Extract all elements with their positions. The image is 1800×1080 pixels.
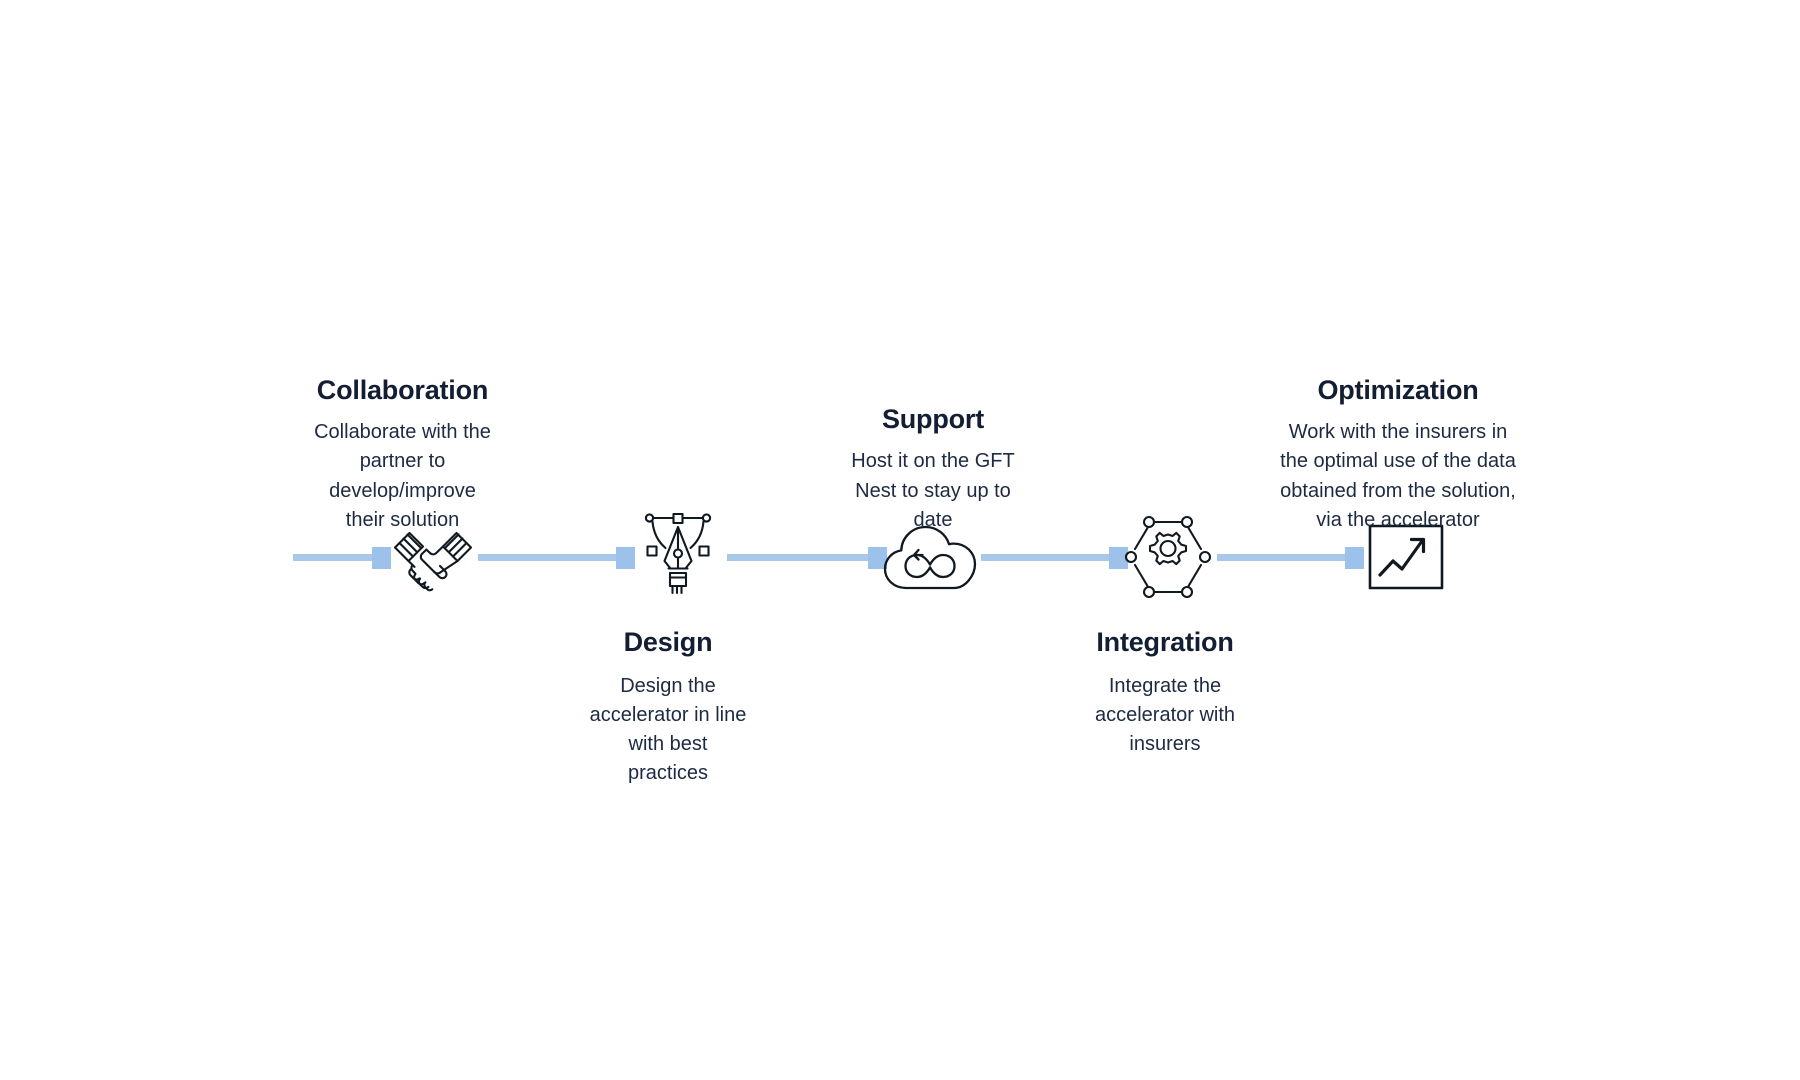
growth-chart-icon — [1368, 524, 1444, 590]
connector-line-5 — [1217, 554, 1351, 561]
connector-line-2 — [478, 554, 621, 561]
pen-nib-bezier-icon — [644, 512, 712, 595]
step-1-text-block: Collaboration Collaborate with the partn… — [310, 374, 495, 535]
step-2-description: Design the accelerator in line with best… — [589, 674, 747, 785]
step-2-title: Design — [623, 627, 713, 657]
connector-marker-4 — [1109, 547, 1128, 569]
connector-marker-1 — [372, 547, 391, 569]
connector-line-3 — [727, 554, 874, 561]
gear-network-icon — [1124, 515, 1212, 599]
connector-marker-3 — [868, 547, 887, 569]
connector-line-1 — [293, 554, 375, 561]
step-4-title: Integration — [1096, 627, 1234, 657]
connector-line-4 — [981, 554, 1114, 561]
step-3-description: Host it on the GFT Nest to stay up to da… — [851, 450, 1015, 531]
handshake-icon — [393, 531, 473, 592]
step-2-text-block: Design Design the accelerator in line wi… — [588, 627, 748, 788]
step-4-text-block: Integration Integrate the accelerator wi… — [1085, 627, 1245, 759]
step-3-text-block: Support Host it on the GFT Nest to stay … — [848, 403, 1018, 535]
cloud-infinity-icon — [883, 525, 977, 590]
step-4-description: Integrate the accelerator with insurers — [1094, 674, 1236, 756]
step-5-description: Work with the insurers in the optimal us… — [1280, 421, 1516, 531]
step-5-text-block: Optimization Work with the insurers in t… — [1278, 374, 1518, 535]
step-1-description: Collaborate with the partner to develop/… — [314, 421, 491, 531]
step-3-title: Support — [881, 403, 985, 434]
step-4-icon-slot — [1113, 502, 1223, 612]
step-3-icon-slot — [875, 502, 985, 612]
connector-marker-2 — [616, 547, 635, 569]
connector-marker-5 — [1345, 547, 1364, 569]
step-5-title: Optimization — [1317, 374, 1479, 405]
step-5-icon-slot — [1351, 502, 1461, 612]
step-1-icon-slot — [378, 502, 488, 612]
step-2-icon-slot — [623, 502, 733, 612]
step-1-title: Collaboration — [316, 374, 489, 405]
